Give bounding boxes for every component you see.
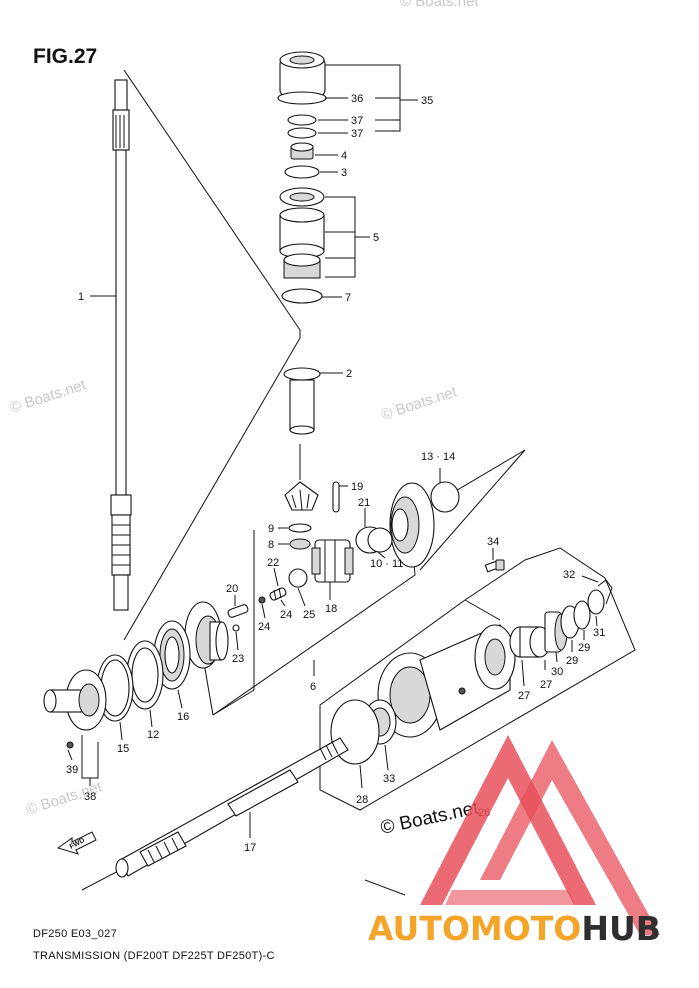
snap-ring-7 xyxy=(281,288,323,304)
callout-37: 37 xyxy=(351,115,363,127)
callout-28: 28 xyxy=(356,794,368,806)
clip-32 xyxy=(597,579,613,605)
gearcase-housing-26 xyxy=(377,624,516,738)
callout-6: 6 xyxy=(310,681,316,693)
callout-37: 37 xyxy=(351,128,363,140)
callout-12: 12 xyxy=(147,729,159,741)
callout-27: 27 xyxy=(540,679,552,691)
callout-18: 18 xyxy=(325,603,337,615)
callout-4: 4 xyxy=(341,150,347,162)
pin-20 xyxy=(227,604,249,618)
watermark: © Boats.net xyxy=(400,0,479,10)
callout-30: 30 xyxy=(551,666,563,678)
washer-9 xyxy=(288,523,312,533)
callout-31: 31 xyxy=(593,627,605,639)
callout-24: 24 xyxy=(258,621,270,633)
callout-24: 24 xyxy=(280,609,292,621)
bevel-gear xyxy=(389,482,435,568)
bolt-34 xyxy=(484,559,505,573)
callout-15: 15 xyxy=(117,743,129,755)
forward-arrow-icon: FWD xyxy=(56,831,97,855)
pinion-gear xyxy=(284,481,319,511)
callout-17: 17 xyxy=(244,842,256,854)
callout-2: 2 xyxy=(346,368,352,380)
pin-19 xyxy=(332,481,340,513)
brand-wordmark: AUTOMOTOHUB xyxy=(368,909,661,948)
callout-20: 20 xyxy=(226,583,238,595)
ball-23 xyxy=(232,624,240,632)
callout-16: 16 xyxy=(177,711,189,723)
callout-29: 29 xyxy=(566,655,578,667)
bearing-5 xyxy=(279,187,325,279)
callout-9: 9 xyxy=(268,523,274,535)
nut-4 xyxy=(290,142,314,160)
figure-caption: TRANSMISSION (DF200T DF225T DF250T)-C xyxy=(33,950,275,962)
snap-ring-31 xyxy=(587,589,605,615)
callout-35: 35 xyxy=(421,95,433,107)
drive-shaft xyxy=(110,79,132,611)
callout-27: 27 xyxy=(518,690,530,702)
callout-5: 5 xyxy=(373,232,379,244)
callout-32: 32 xyxy=(563,569,575,581)
callout-19: 19 xyxy=(351,481,363,493)
callout-29: 29 xyxy=(578,642,590,654)
callout-3: 3 xyxy=(341,167,347,179)
callout-33: 33 xyxy=(383,773,395,785)
brand-logo xyxy=(420,735,660,935)
figure-code: DF250 E03_027 xyxy=(33,928,117,940)
washer-3 xyxy=(284,165,320,179)
callout-13-14: 13 · 14 xyxy=(421,451,455,463)
callout-21: 21 xyxy=(358,497,370,509)
shim-13-14 xyxy=(430,481,460,513)
watermark: © Boats.net xyxy=(379,383,460,424)
clutch-18 xyxy=(311,539,354,583)
figure-title: FIG.27 xyxy=(33,45,97,68)
callout-23: 23 xyxy=(232,653,244,665)
ring-37 xyxy=(287,114,317,126)
callout-25: 25 xyxy=(303,609,315,621)
bearing-housing-38 xyxy=(43,669,107,749)
sleeve-2 xyxy=(283,367,321,435)
bearing-housing-35 xyxy=(277,51,327,105)
callout-22: 22 xyxy=(267,557,279,569)
callout-38: 38 xyxy=(84,791,96,803)
watermark: © Boats.net xyxy=(8,376,89,417)
callout-36: 36 xyxy=(351,93,363,105)
callout-1: 1 xyxy=(78,291,84,303)
ring-37b xyxy=(287,127,317,139)
propeller-shaft-17 xyxy=(115,737,349,878)
ring-29b xyxy=(573,600,591,630)
callout-8: 8 xyxy=(268,539,274,551)
callout-39: 39 xyxy=(66,764,78,776)
reverse-gear xyxy=(184,601,229,669)
spring-22 xyxy=(258,587,287,604)
needle-bearing-27 xyxy=(509,626,551,658)
callout-10-11: 10 · 11 xyxy=(370,558,403,570)
nut-8 xyxy=(289,538,311,550)
callout-34: 34 xyxy=(487,536,499,548)
ring-25 xyxy=(288,568,308,588)
callout-7: 7 xyxy=(345,292,351,304)
